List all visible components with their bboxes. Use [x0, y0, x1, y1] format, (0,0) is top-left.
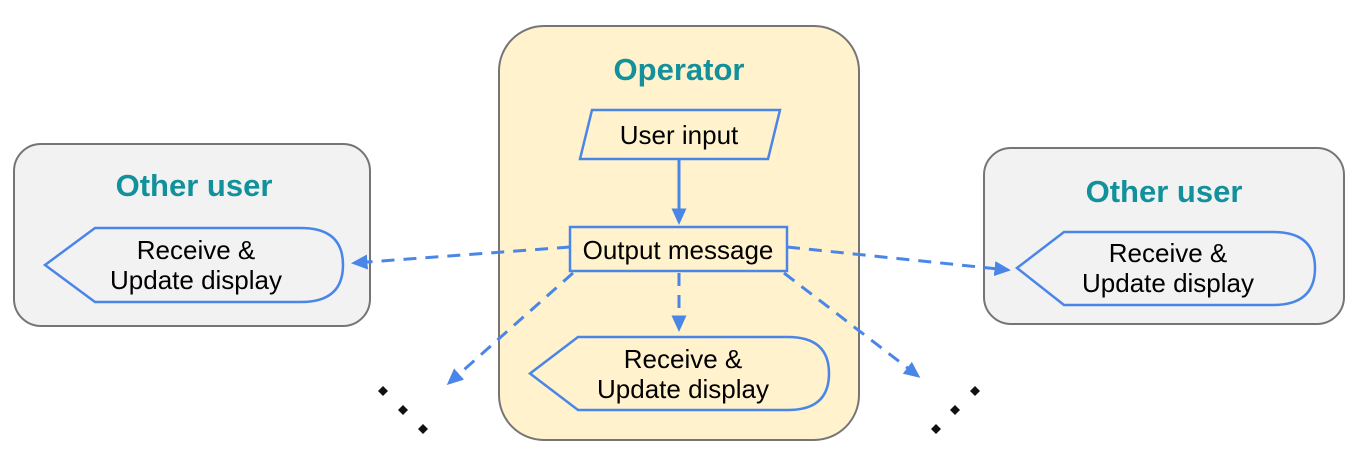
right-user-display-shape [1014, 230, 1317, 307]
ellipsis-right [931, 386, 980, 434]
right-display-line1: Receive & [1108, 238, 1228, 268]
left-user-display-shape [42, 226, 345, 304]
operator-display-shape [527, 335, 831, 412]
output-message-label: Output message [582, 235, 774, 265]
operator-title: Operator [613, 52, 745, 87]
user-input-label: User input [619, 120, 739, 150]
left-user-display-label: Receive & Update display [110, 235, 282, 295]
other-user-title-right: Other user [1085, 174, 1243, 209]
edge-output-to-more-users-left [446, 271, 574, 385]
operator-display-label: Receive & Update display [597, 344, 769, 404]
edge-output-to-left-user [351, 245, 571, 270]
edge-output-to-right-user [786, 245, 1011, 277]
output-message-shape [568, 225, 789, 273]
left-display-line2: Update display [110, 265, 282, 295]
other-user-title-left: Other user [115, 168, 273, 203]
operator-display-line2: Update display [597, 374, 769, 404]
edge-output-to-more-users-right [783, 271, 921, 378]
left-display-line1: Receive & [136, 235, 256, 265]
user-input-shape [578, 108, 782, 161]
right-display-line2: Update display [1082, 268, 1254, 298]
right-user-display-label: Receive & Update display [1082, 238, 1254, 298]
ellipsis-left [378, 386, 428, 434]
operator-display-line1: Receive & [623, 344, 743, 374]
